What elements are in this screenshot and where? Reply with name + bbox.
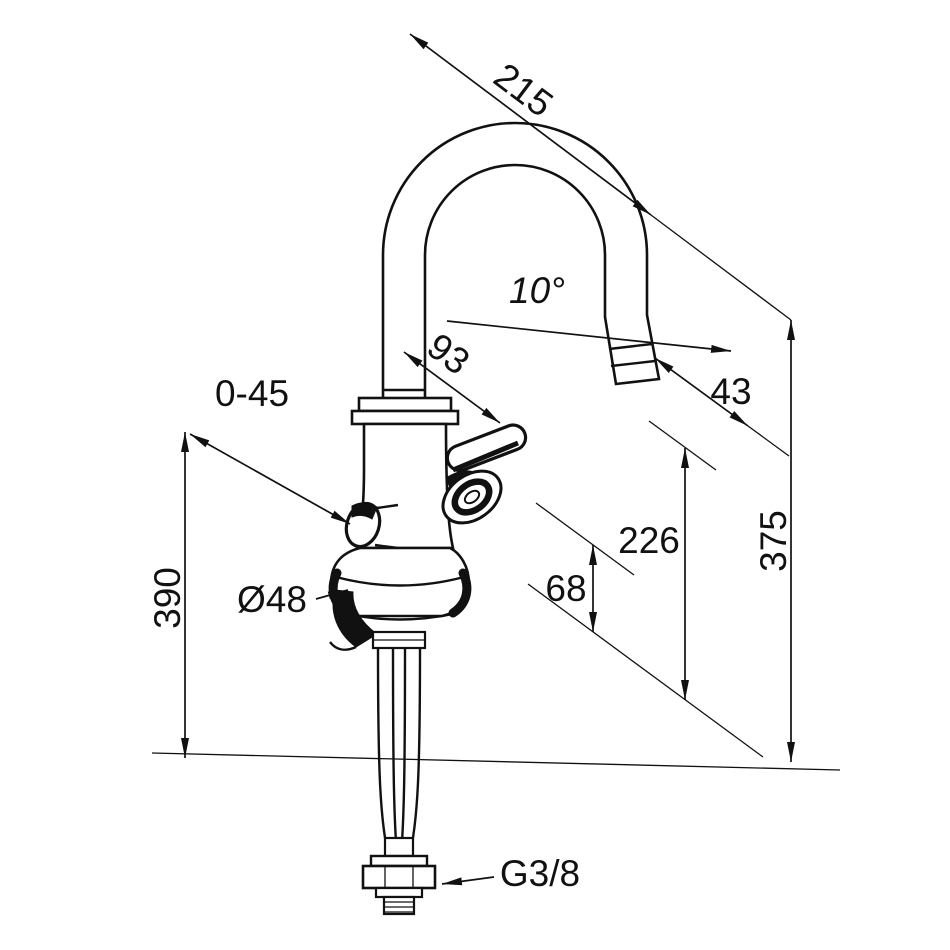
dim-375-label: 375 (753, 510, 794, 572)
connector-washer (369, 854, 429, 868)
angle-10-line (446, 320, 732, 353)
connector-collar (374, 886, 424, 899)
lever-boss-center (463, 489, 481, 505)
base-rim-right (448, 568, 472, 618)
spout-aerator-band-2 (610, 359, 656, 368)
connector-hex-nut (361, 864, 437, 890)
dim-215-line (409, 33, 652, 216)
dim-226-ext-top (648, 420, 717, 471)
collar-upper (357, 396, 453, 413)
dim-93-label: 93 (420, 325, 477, 382)
hose-right-outer (407, 647, 422, 859)
hose-clamp (383, 836, 415, 858)
faucet-drawing (328, 121, 661, 916)
dim-215-extension (650, 214, 792, 321)
lever-grip (445, 423, 528, 473)
mounting-plane-line (527, 583, 764, 758)
spout-aerator-band-1 (608, 342, 653, 351)
dim-0-45-label: 0-45 (215, 373, 289, 414)
dim-43-line (654, 357, 749, 427)
mounting-bracket (332, 589, 378, 648)
reference-baseline (151, 752, 841, 771)
dim-226-label: 226 (618, 520, 680, 561)
hose-left-inner (391, 647, 399, 857)
dim-68-ext-top (535, 502, 635, 576)
lever-grip-edge (452, 440, 519, 473)
connector-nipple (382, 895, 416, 916)
hose-left-outer (376, 647, 391, 859)
hose-right-inner (399, 647, 407, 857)
angle-10-label: 10° (509, 270, 565, 311)
collar-lower (350, 409, 460, 426)
g38-label: G3/8 (500, 853, 580, 894)
bracket-hook-line (329, 641, 357, 651)
base-rim-top-line (335, 575, 465, 587)
dim-43-extension (747, 425, 790, 457)
dim-215-label: 215 (487, 55, 561, 125)
dim-93-line (403, 351, 501, 424)
dia-48-leader (315, 589, 349, 600)
dim-390-label: 390 (147, 567, 188, 629)
dia-48-label: Ø48 (237, 579, 307, 620)
g38-leader (441, 876, 495, 886)
dim-0-45-line (189, 433, 351, 525)
dim-68-label: 68 (545, 568, 586, 609)
side-knob-cap (351, 502, 378, 520)
dim-43-label: 43 (710, 371, 751, 412)
knob-link-top (376, 503, 399, 510)
